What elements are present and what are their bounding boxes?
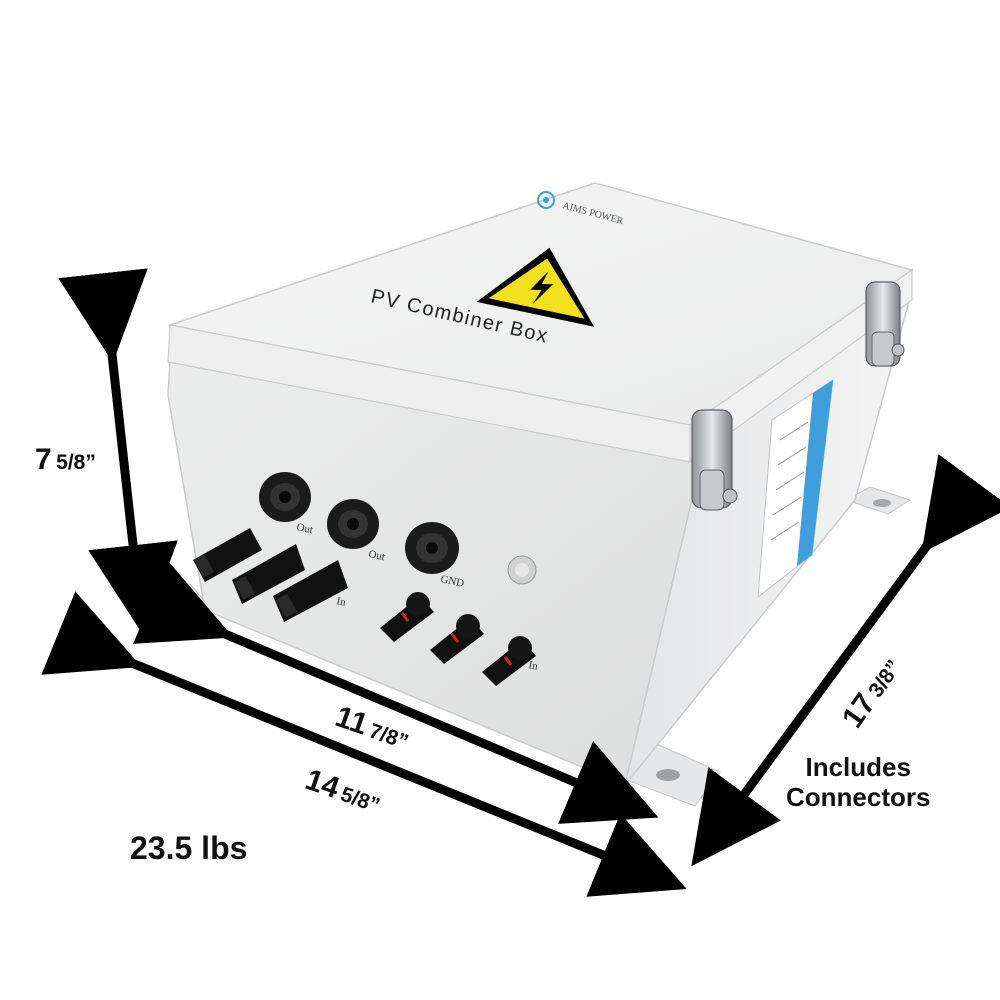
port-label-out-1: Out <box>295 521 314 536</box>
latch-side <box>865 281 905 367</box>
cable-gland-3 <box>405 522 459 574</box>
weight-label: 23.5 lbs <box>130 830 248 866</box>
cable-gland-1 <box>259 472 311 522</box>
includes-connectors-note: Includes Connectors <box>786 752 930 812</box>
height-dimension-label: 7 5/8” <box>35 443 96 476</box>
lid-side-lip <box>689 268 913 464</box>
width-outer-arrow <box>41 591 687 897</box>
latch-front <box>691 409 738 511</box>
high-voltage-warning-icon <box>476 247 595 327</box>
aims-power-logo <box>537 191 555 209</box>
port-label-out-2: Out <box>367 548 386 563</box>
cable-gland-2 <box>327 499 379 549</box>
height-arrow <box>58 268 178 635</box>
includes-line-2: Connectors <box>786 782 931 812</box>
vent-plug <box>507 555 537 585</box>
depth-arrow <box>691 454 1000 867</box>
includes-line-1: Includes <box>805 752 911 782</box>
